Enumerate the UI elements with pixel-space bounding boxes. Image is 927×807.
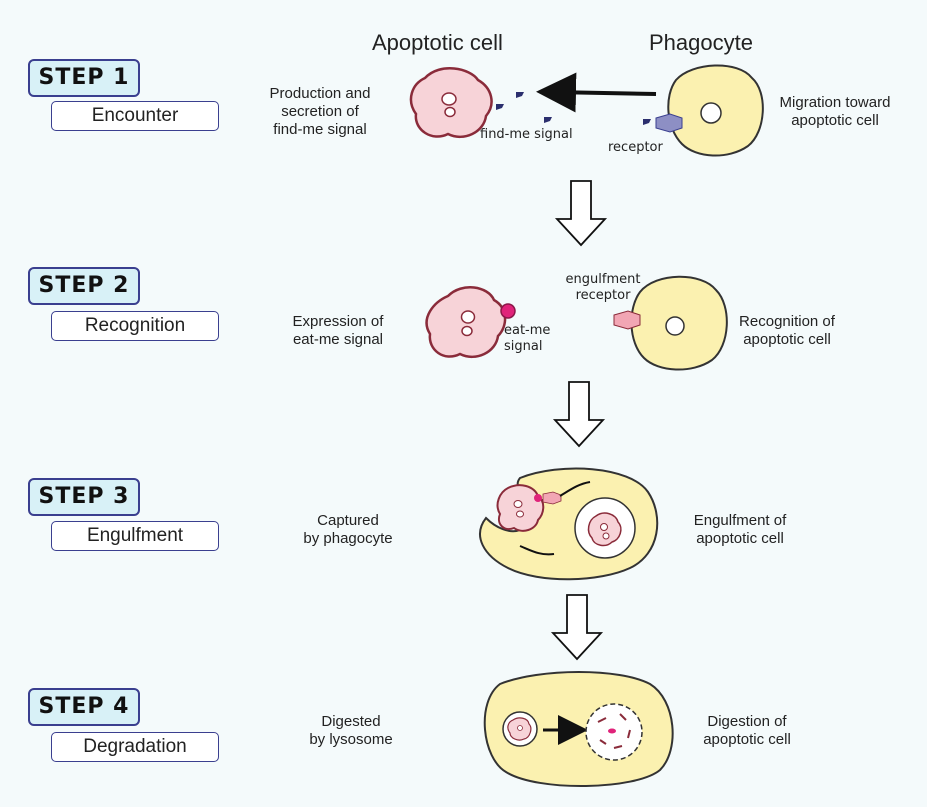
eat-me-signal-icon [500,303,516,319]
step-4-name: Degradation [51,732,219,762]
step-3-left-text: Captured by phagocyte [303,512,393,547]
receptor-icon [655,113,683,133]
step-2-badge: STEP 2 [28,267,140,305]
apoptotic-cell-step1 [409,67,493,139]
migration-arrow [536,72,657,113]
down-arrow-1 [554,180,608,247]
step-2-left-text: Expression of eat-me signal [292,313,384,348]
step-4-left-text: Digested by lysosome [309,713,393,748]
step-1-right-text: Migration toward apoptotic cell [779,94,891,129]
down-arrow-3 [550,594,604,661]
step-3-right-text: Engulfment of apoptotic cell [693,512,787,547]
receptor-label: receptor [608,140,663,155]
degradation-illustration [483,671,674,788]
find-me-signal-label: find-me signal [480,127,573,142]
engulfment-receptor-icon [613,310,641,330]
engulfment-receptor-label: engulfment receptor [565,272,641,303]
phagocyte-step2 [613,275,728,371]
eat-me-signal-label: eat-me signal [504,323,551,354]
step-4-badge: STEP 4 [28,688,140,726]
step-3-badge: STEP 3 [28,478,140,516]
apoptotic-cell-step2 [425,286,516,359]
step-4-right-text: Digestion of apoptotic cell [703,713,791,748]
step-1-name: Encounter [51,101,219,131]
down-arrow-2 [552,381,606,448]
step-3-name: Engulfment [51,521,219,551]
find-me-signal-icons [496,92,651,125]
step-1-badge: STEP 1 [28,59,140,97]
step-1-left-text: Production and secretion of find-me sign… [269,85,371,138]
header-phagocyte: Phagocyte [649,30,753,55]
step-2-name: Recognition [51,311,219,341]
header-apoptotic-cell: Apoptotic cell [372,30,503,55]
phagocyte-step1 [655,64,764,157]
step-2-right-text: Recognition of apoptotic cell [739,313,835,348]
engulfment-illustration [479,467,659,581]
